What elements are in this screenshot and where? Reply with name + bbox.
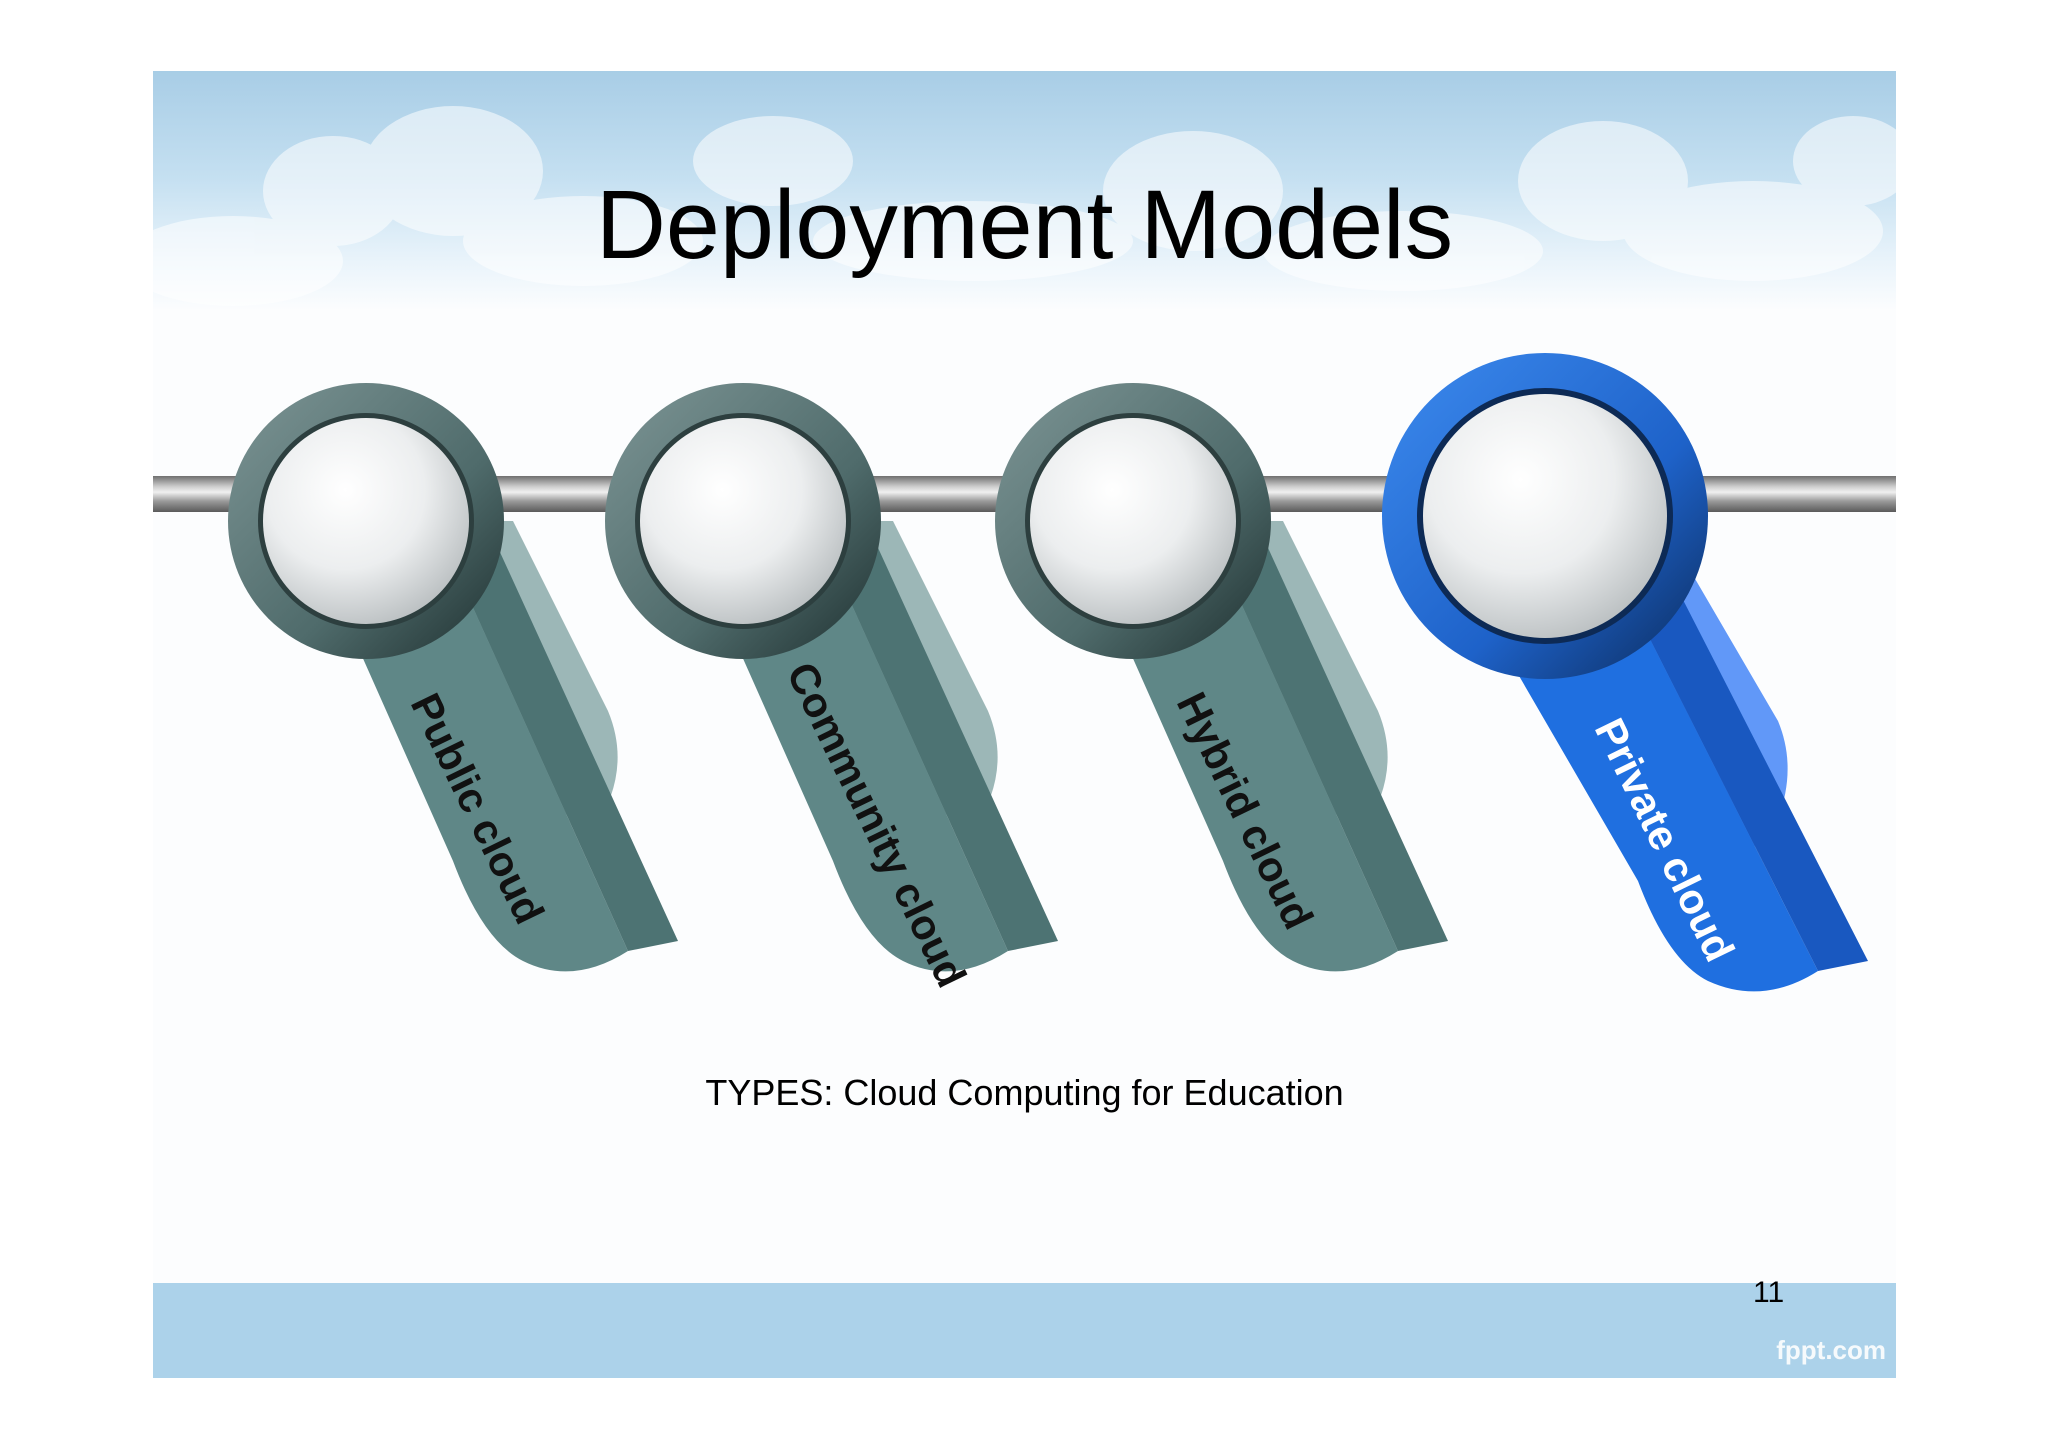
clouds-decoration bbox=[153, 106, 1896, 306]
brand-watermark: fppt.com bbox=[1776, 1335, 1886, 1365]
tags-graphic bbox=[228, 353, 1868, 992]
tag-private-cloud bbox=[1382, 353, 1868, 992]
tag-public-cloud bbox=[228, 383, 678, 972]
tag-community-cloud bbox=[605, 383, 1058, 972]
footer-band bbox=[153, 1283, 1896, 1378]
slide-caption: TYPES: Cloud Computing for Education bbox=[705, 1072, 1344, 1113]
tag-hybrid-cloud bbox=[995, 383, 1448, 972]
slide: Deployment Models bbox=[153, 71, 1896, 1378]
slide-title: Deployment Models bbox=[595, 170, 1454, 279]
page-number: 11 bbox=[1753, 1276, 1785, 1309]
